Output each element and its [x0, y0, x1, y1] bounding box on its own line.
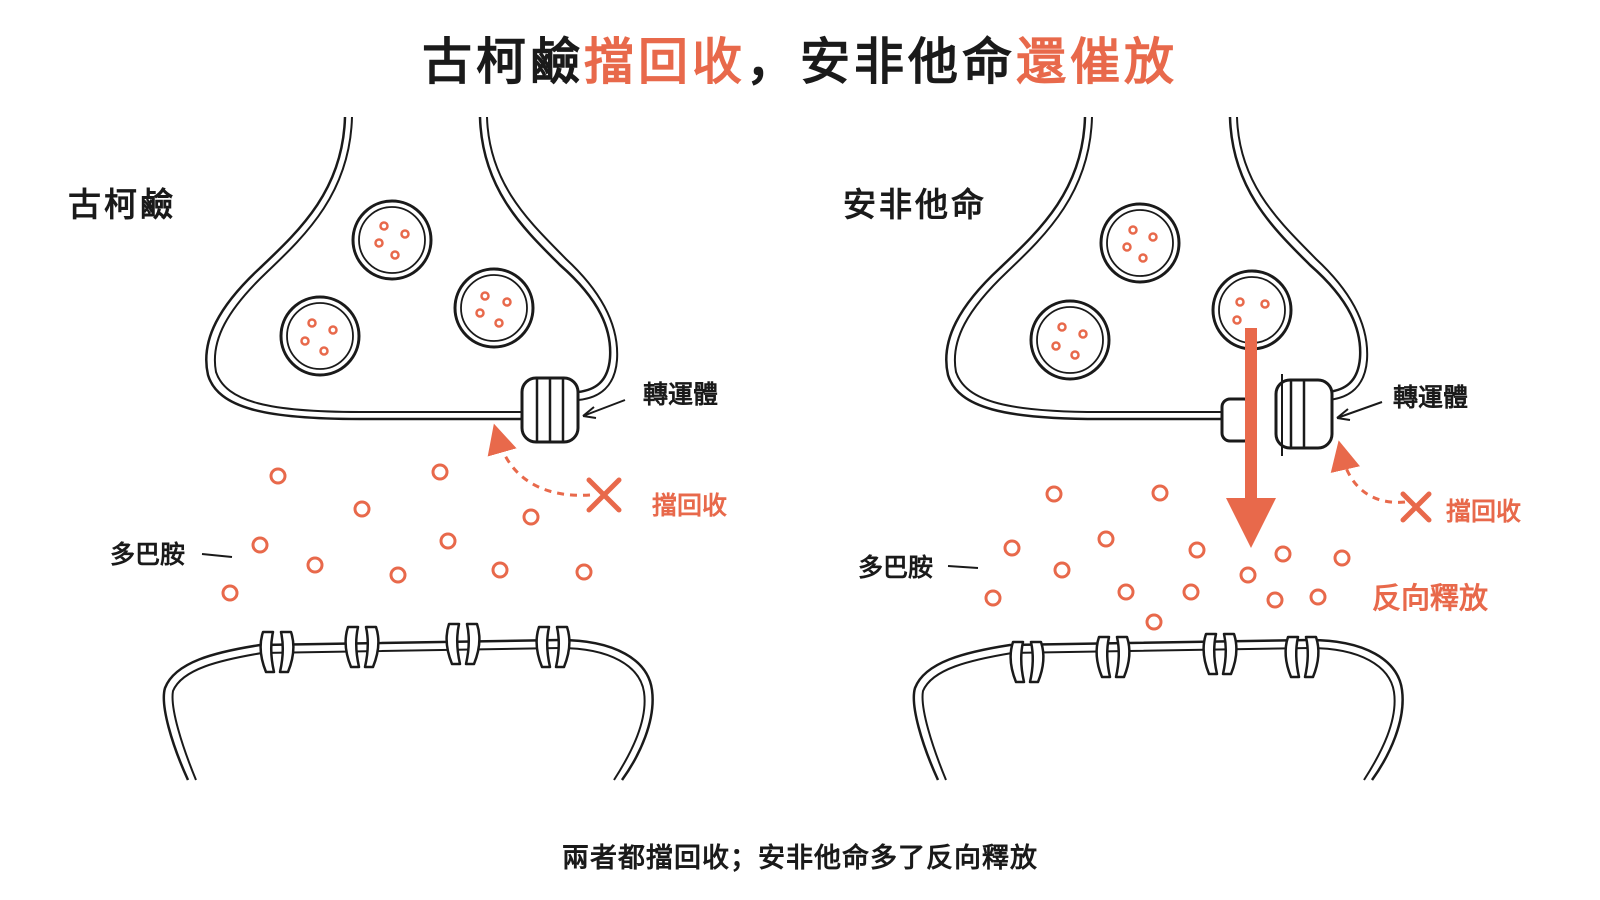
title-part-3: ，安非他命	[746, 33, 1016, 91]
left-synapse	[162, 116, 654, 781]
left-presynaptic-terminal	[205, 116, 530, 421]
left-receptor-2	[344, 625, 380, 669]
left-vesicle-2	[279, 295, 361, 377]
left-reuptake-arrow	[487, 423, 591, 497]
right-efflux-arrow	[1226, 328, 1276, 548]
left-block-x-icon	[586, 477, 622, 513]
left-receptor-4	[535, 625, 571, 669]
left-transporter	[520, 376, 580, 444]
left-dopamine-particles	[221, 463, 593, 602]
right-receptor-4	[1284, 635, 1320, 679]
right-panel-label: 安非他命	[843, 185, 987, 224]
right-dopamine-particles	[984, 484, 1351, 631]
right-block-label: 擋回收	[1446, 497, 1522, 526]
page-title: 古柯鹼擋回收，安非他命還催放	[0, 22, 1600, 94]
right-presynaptic-terminal	[945, 116, 1228, 421]
left-panel-label: 古柯鹼	[68, 185, 176, 224]
left-postsynaptic-membrane	[162, 638, 654, 781]
right-vesicle-1	[1099, 202, 1181, 284]
right-postsynaptic-membrane	[912, 638, 1404, 781]
right-synapse	[912, 116, 1432, 781]
title-part-4: 還催放	[1016, 33, 1178, 91]
title-part-1: 古柯鹼	[422, 33, 584, 91]
right-dopamine-label: 多巴胺	[858, 553, 934, 582]
right-block-x-icon	[1400, 491, 1432, 523]
right-vesicle-3	[1211, 269, 1293, 351]
right-transporter	[1220, 374, 1334, 456]
title-part-2: 擋回收	[584, 33, 746, 91]
left-vesicle-3	[453, 267, 535, 349]
left-dopamine-label: 多巴胺	[110, 540, 186, 569]
left-vesicle-1	[351, 199, 433, 281]
right-receptor-1	[1009, 640, 1045, 684]
right-receptor-3	[1202, 632, 1238, 676]
left-transporter-label: 轉運體	[643, 380, 719, 409]
right-reuptake-arrow	[1330, 440, 1406, 504]
left-block-label: 擋回收	[652, 491, 728, 520]
left-receptor-3	[445, 622, 481, 666]
right-efflux-label: 反向釋放	[1372, 581, 1489, 615]
right-vesicle-2	[1029, 299, 1111, 381]
bottom-caption: 兩者都擋回收；安非他命多了反向釋放	[562, 843, 1038, 874]
right-transporter-label: 轉運體	[1393, 383, 1469, 412]
